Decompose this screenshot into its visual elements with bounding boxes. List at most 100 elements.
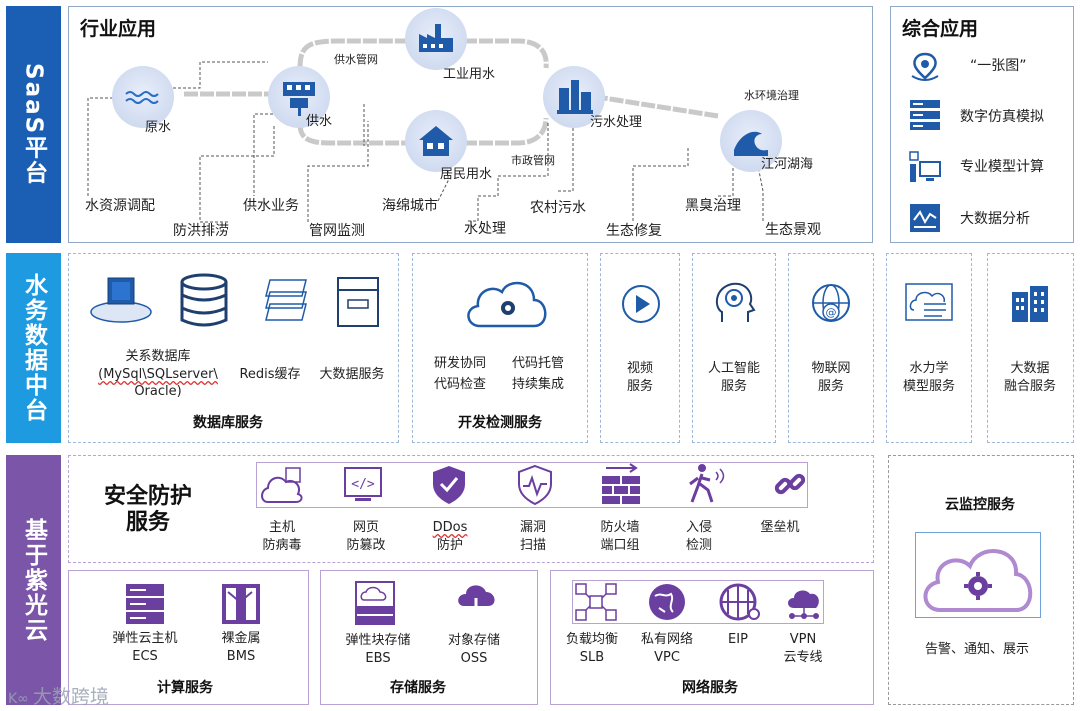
private-network-icon	[649, 584, 685, 620]
devtest-footer: 开发检测服务	[458, 415, 542, 431]
security-item-firewall-1: 防火墙	[600, 520, 640, 535]
wave-icon	[734, 131, 768, 156]
firewall-icon	[602, 463, 640, 504]
waves-icon	[125, 91, 159, 104]
devtest-item-ci: 持续集成	[511, 377, 565, 392]
relational-db-line3: Oracle)	[134, 384, 182, 399]
compute-footer: 计算服务	[157, 680, 213, 696]
map-pin-icon	[911, 52, 939, 81]
video-service-line1: 视频	[626, 361, 654, 376]
pipe-supply-to-residential	[297, 123, 413, 146]
compute-bms-line2: BMS	[226, 649, 256, 664]
pipe-label-municipal-net: 市政管网	[511, 154, 555, 167]
layer-data-text: 水务数据中台	[20, 273, 47, 423]
cloud-server-icon	[261, 467, 303, 503]
network-slb-line2: SLB	[579, 650, 605, 665]
iot-service-line2: 服务	[817, 379, 845, 394]
security-title: 安全防护 服务	[104, 484, 192, 536]
node-residential	[405, 110, 467, 172]
fusion-service-line2: 融合服务	[1003, 379, 1057, 394]
network-footer: 网络服务	[682, 680, 738, 696]
app-water-treatment: 水处理	[464, 221, 506, 237]
network-slb-line1: 负载均衡	[565, 632, 619, 647]
ai-service-line2: 服务	[720, 379, 748, 394]
industry-panel	[68, 6, 873, 243]
play-icon	[622, 285, 660, 323]
monitor-title: 云监控服务	[945, 497, 1015, 513]
security-panel	[68, 455, 874, 563]
app-water-allocation: 水资源调配	[85, 198, 155, 214]
database-panel	[68, 253, 399, 443]
relational-db-line1: 关系数据库	[125, 349, 191, 364]
compute-ecs-line1: 弹性云主机	[112, 631, 178, 646]
security-item-ddos-1: DDos	[432, 520, 468, 535]
layer-saas-label: SaaS平台	[6, 6, 61, 243]
network-vpn-line2: 云专线	[783, 650, 823, 665]
storage-oss-line2: OSS	[460, 651, 488, 666]
watermark: K∞大数跨境	[8, 682, 109, 709]
network-panel	[550, 570, 874, 705]
building-icon	[1012, 286, 1048, 322]
water-tank-icon	[283, 82, 315, 116]
iot-service-panel	[788, 253, 874, 443]
object-storage-icon	[458, 585, 495, 623]
security-item-webguard-1: 网页	[352, 520, 380, 535]
node-rivers-label: 江河湖海	[761, 157, 814, 172]
storage-panel	[320, 570, 538, 705]
compute-bms-line1: 裸金属	[221, 631, 261, 646]
storage-ebs-line2: EBS	[365, 651, 391, 666]
industry-title: 行业应用	[80, 18, 157, 40]
compute-ecs-line2: ECS	[132, 649, 158, 664]
database-cylinder-icon	[180, 273, 228, 327]
server-rack-icon	[910, 100, 940, 130]
pipe-supply-to-industrial	[297, 38, 413, 69]
iot-service-line1: 物联网	[811, 361, 851, 376]
fusion-service-line1: 大数据	[1010, 361, 1050, 376]
layer-cloud-label: 基于紫光云	[6, 455, 61, 705]
pipe-lines	[184, 38, 719, 146]
security-title-line2: 服务	[126, 510, 171, 535]
vpn-cloud-icon	[788, 590, 819, 619]
app-flood-control: 防洪排涝	[173, 223, 229, 239]
load-balancer-icon	[575, 583, 617, 621]
monitor-panel	[888, 455, 1074, 705]
pipe-label-env-governance: 水环境治理	[744, 89, 799, 102]
bare-metal-icon	[222, 584, 260, 624]
monitor-icon-frame	[915, 532, 1041, 618]
security-item-bastion-1: 堡垒机	[760, 520, 800, 535]
industry-flow-diagram	[87, 38, 764, 223]
block-storage-icon	[355, 581, 395, 625]
globe-at-icon: @	[812, 284, 850, 322]
relational-db-line2: (MySql\SQLserver\	[98, 367, 218, 382]
security-item-antivirus-2: 防病毒	[262, 538, 302, 553]
node-raw-water-label: 原水	[145, 120, 172, 135]
devtest-panel	[412, 253, 588, 443]
security-item-intrusion-2: 检测	[685, 538, 713, 553]
node-industrial	[405, 8, 467, 70]
watermark-logo-icon: K∞	[8, 691, 29, 707]
layer-data-label: 水务数据中台	[6, 253, 61, 443]
app-eco-landscape: 生态景观	[765, 222, 821, 238]
network-icon-strip	[572, 580, 824, 624]
svg-text:@: @	[826, 306, 837, 319]
app-rural-sewage: 农村污水	[530, 200, 586, 216]
security-item-antivirus-1: 主机	[268, 520, 296, 535]
fusion-service-panel	[987, 253, 1074, 443]
node-residential-label: 居民用水	[440, 167, 493, 182]
database-footer: 数据库服务	[193, 415, 263, 431]
network-vpc-line1: 私有网络	[640, 632, 694, 647]
security-item-firewall-2: 端口组	[600, 538, 640, 553]
node-sewage	[543, 66, 605, 128]
window-panel-icon	[337, 277, 379, 327]
network-vpn-line1: VPN	[789, 632, 817, 647]
node-rivers	[720, 110, 782, 172]
hydraulic-service-line2: 模型服务	[902, 379, 956, 394]
security-item-vuln-1: 漏洞	[519, 520, 547, 535]
network-eip-line1: EIP	[728, 632, 748, 647]
hydraulic-service-panel	[886, 253, 972, 443]
pipe-label-supply-net: 供水管网	[334, 53, 378, 66]
code-window-icon: </>	[344, 467, 382, 501]
bigdata-service-label: 大数据服务	[319, 367, 385, 382]
app-connectors	[87, 61, 764, 223]
shield-check-icon	[433, 466, 465, 504]
